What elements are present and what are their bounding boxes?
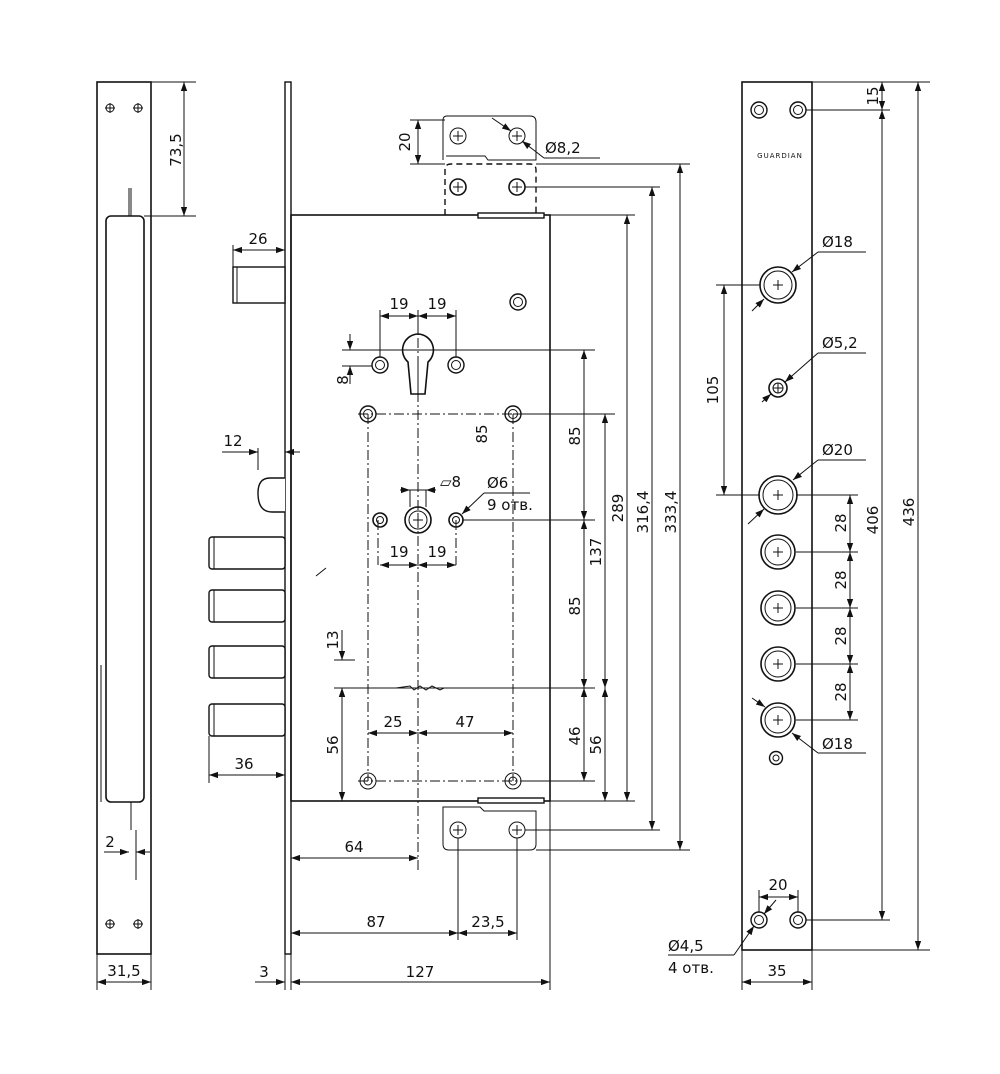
dim-137: 137: [587, 538, 605, 567]
dim-8: 8: [334, 375, 352, 385]
latch: [257, 477, 285, 513]
hole-20-label: Ø20: [822, 441, 853, 459]
dim-73-5: 73,5: [167, 133, 185, 166]
dim-85-top: 85: [566, 426, 584, 445]
dim-85-mid: 85: [566, 596, 584, 615]
side-screw-holes: [104, 102, 144, 930]
hole-6-label: Ø6: [487, 474, 508, 492]
hole-18-top-label: Ø18: [822, 233, 853, 251]
faceplate-screws: [750, 101, 807, 929]
bottom-tab-holes: [449, 821, 526, 839]
dim-23-5: 23,5: [471, 913, 504, 931]
dim-15: 15: [864, 86, 882, 105]
brand-logo: GUARDIAN: [757, 152, 803, 160]
hole-18-bottom-label: Ø18: [822, 735, 853, 753]
dim-436: 436: [900, 498, 918, 527]
dim-12: 12: [223, 432, 242, 450]
dim-26: 26: [248, 230, 267, 248]
square-8-label: ▱8: [440, 473, 461, 491]
dim-19-d: 19: [427, 543, 446, 561]
dim-35: 35: [767, 962, 786, 980]
dim-47: 47: [455, 713, 474, 731]
side-view: 73,5 2 31,5: [96, 81, 196, 990]
dim-13: 13: [324, 630, 342, 649]
holes-4-label: 4 отв.: [668, 959, 714, 977]
hole-8-2-label: Ø8,2: [545, 139, 581, 157]
dim-56-right: 56: [587, 735, 605, 754]
dim-3: 3: [259, 963, 269, 981]
dim-105: 105: [704, 376, 722, 405]
dim-19-c: 19: [389, 543, 408, 561]
dim-333-4: 333,4: [662, 491, 680, 534]
dim-56-left: 56: [324, 735, 342, 754]
dead-bolt-top: [232, 266, 286, 304]
faceplate-view: GUARDIAN 15 436 406: [668, 81, 930, 990]
dim-406: 406: [864, 506, 882, 535]
dim-127: 127: [406, 963, 435, 981]
dim-87: 87: [366, 913, 385, 931]
dim-28-4: 28: [832, 682, 850, 701]
dim-36: 36: [234, 755, 253, 773]
dim-85-inner: 85: [473, 424, 491, 443]
side-plate-outline: [96, 81, 152, 955]
faceplate-bolt-holes: [758, 266, 798, 738]
dim-20-tab: 20: [396, 132, 414, 151]
dim-316-4: 316,4: [634, 491, 652, 534]
faceplate-edge: [284, 81, 292, 955]
bolts: [208, 536, 286, 737]
hole-4-5-label: Ø4,5: [668, 937, 704, 955]
dim-28-2: 28: [832, 570, 850, 589]
holes-9-label: 9 отв.: [487, 496, 533, 514]
hole-5-2-label: Ø5,2: [822, 334, 858, 352]
side-body-outline: [105, 215, 145, 803]
lock-body-view: 26 12 36 3 127 87 23,5 64 20: [208, 81, 690, 990]
dim-19-b: 19: [427, 295, 446, 313]
dim-2: 2: [105, 833, 115, 851]
dim-20-faceplate: 20: [768, 876, 787, 894]
dim-31-5: 31,5: [107, 962, 140, 980]
dim-28-3: 28: [832, 626, 850, 645]
dim-28-1: 28: [832, 513, 850, 532]
dim-46: 46: [566, 726, 584, 745]
dim-25: 25: [383, 713, 402, 731]
dim-64: 64: [344, 838, 363, 856]
lock-case: [290, 214, 551, 802]
dim-19-a: 19: [389, 295, 408, 313]
top-tab-holes: [449, 127, 526, 196]
dim-289: 289: [609, 494, 627, 523]
faceplate-outline: [741, 81, 813, 951]
